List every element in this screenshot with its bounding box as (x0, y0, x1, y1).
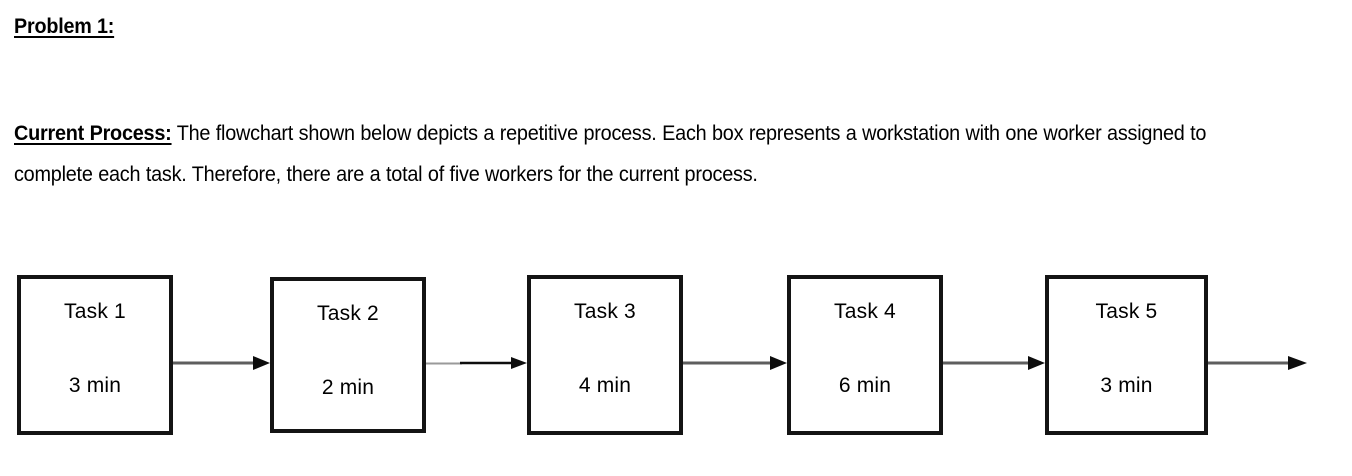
current-process-label: Current Process: (14, 122, 172, 145)
process-flowchart: Task 1 3 min Task 2 2 min Task 3 4 min T… (0, 262, 1352, 442)
problem-description-paragraph: Current Process: The flowchart shown bel… (14, 113, 1257, 195)
task-box-2-time: 2 min (321, 376, 375, 399)
task-box-3[interactable]: Task 3 4 min (527, 275, 683, 435)
task-box-2[interactable]: Task 2 2 min (270, 277, 426, 433)
task-box-5-title: Task 5 (1095, 300, 1158, 323)
document-text-block: Problem 1: Current Process: The flowchar… (14, 14, 1324, 186)
flow-arrow-3-to-4 (683, 356, 787, 370)
task-box-3-title: Task 3 (574, 300, 636, 323)
current-process-body: The flowchart shown below depicts a repe… (14, 122, 1207, 186)
task-box-2-title: Task 2 (317, 302, 379, 325)
flow-arrow-1-to-2 (173, 356, 270, 370)
task-box-4[interactable]: Task 4 6 min (787, 275, 943, 435)
task-box-4-title: Task 4 (834, 300, 896, 323)
flow-arrow-5-output (1208, 356, 1307, 370)
task-box-3-time: 4 min (578, 374, 632, 397)
task-box-1-time: 3 min (68, 374, 122, 397)
task-box-4-time: 6 min (838, 374, 892, 397)
task-box-1-title: Task 1 (64, 300, 126, 323)
page-title: Problem 1: (14, 15, 115, 38)
flow-arrow-2-to-3 (426, 357, 527, 369)
task-box-5-time: 3 min (1100, 374, 1153, 397)
task-box-5[interactable]: Task 5 3 min (1045, 275, 1208, 435)
task-box-1[interactable]: Task 1 3 min (17, 275, 173, 435)
flow-arrow-4-to-5 (943, 356, 1045, 370)
